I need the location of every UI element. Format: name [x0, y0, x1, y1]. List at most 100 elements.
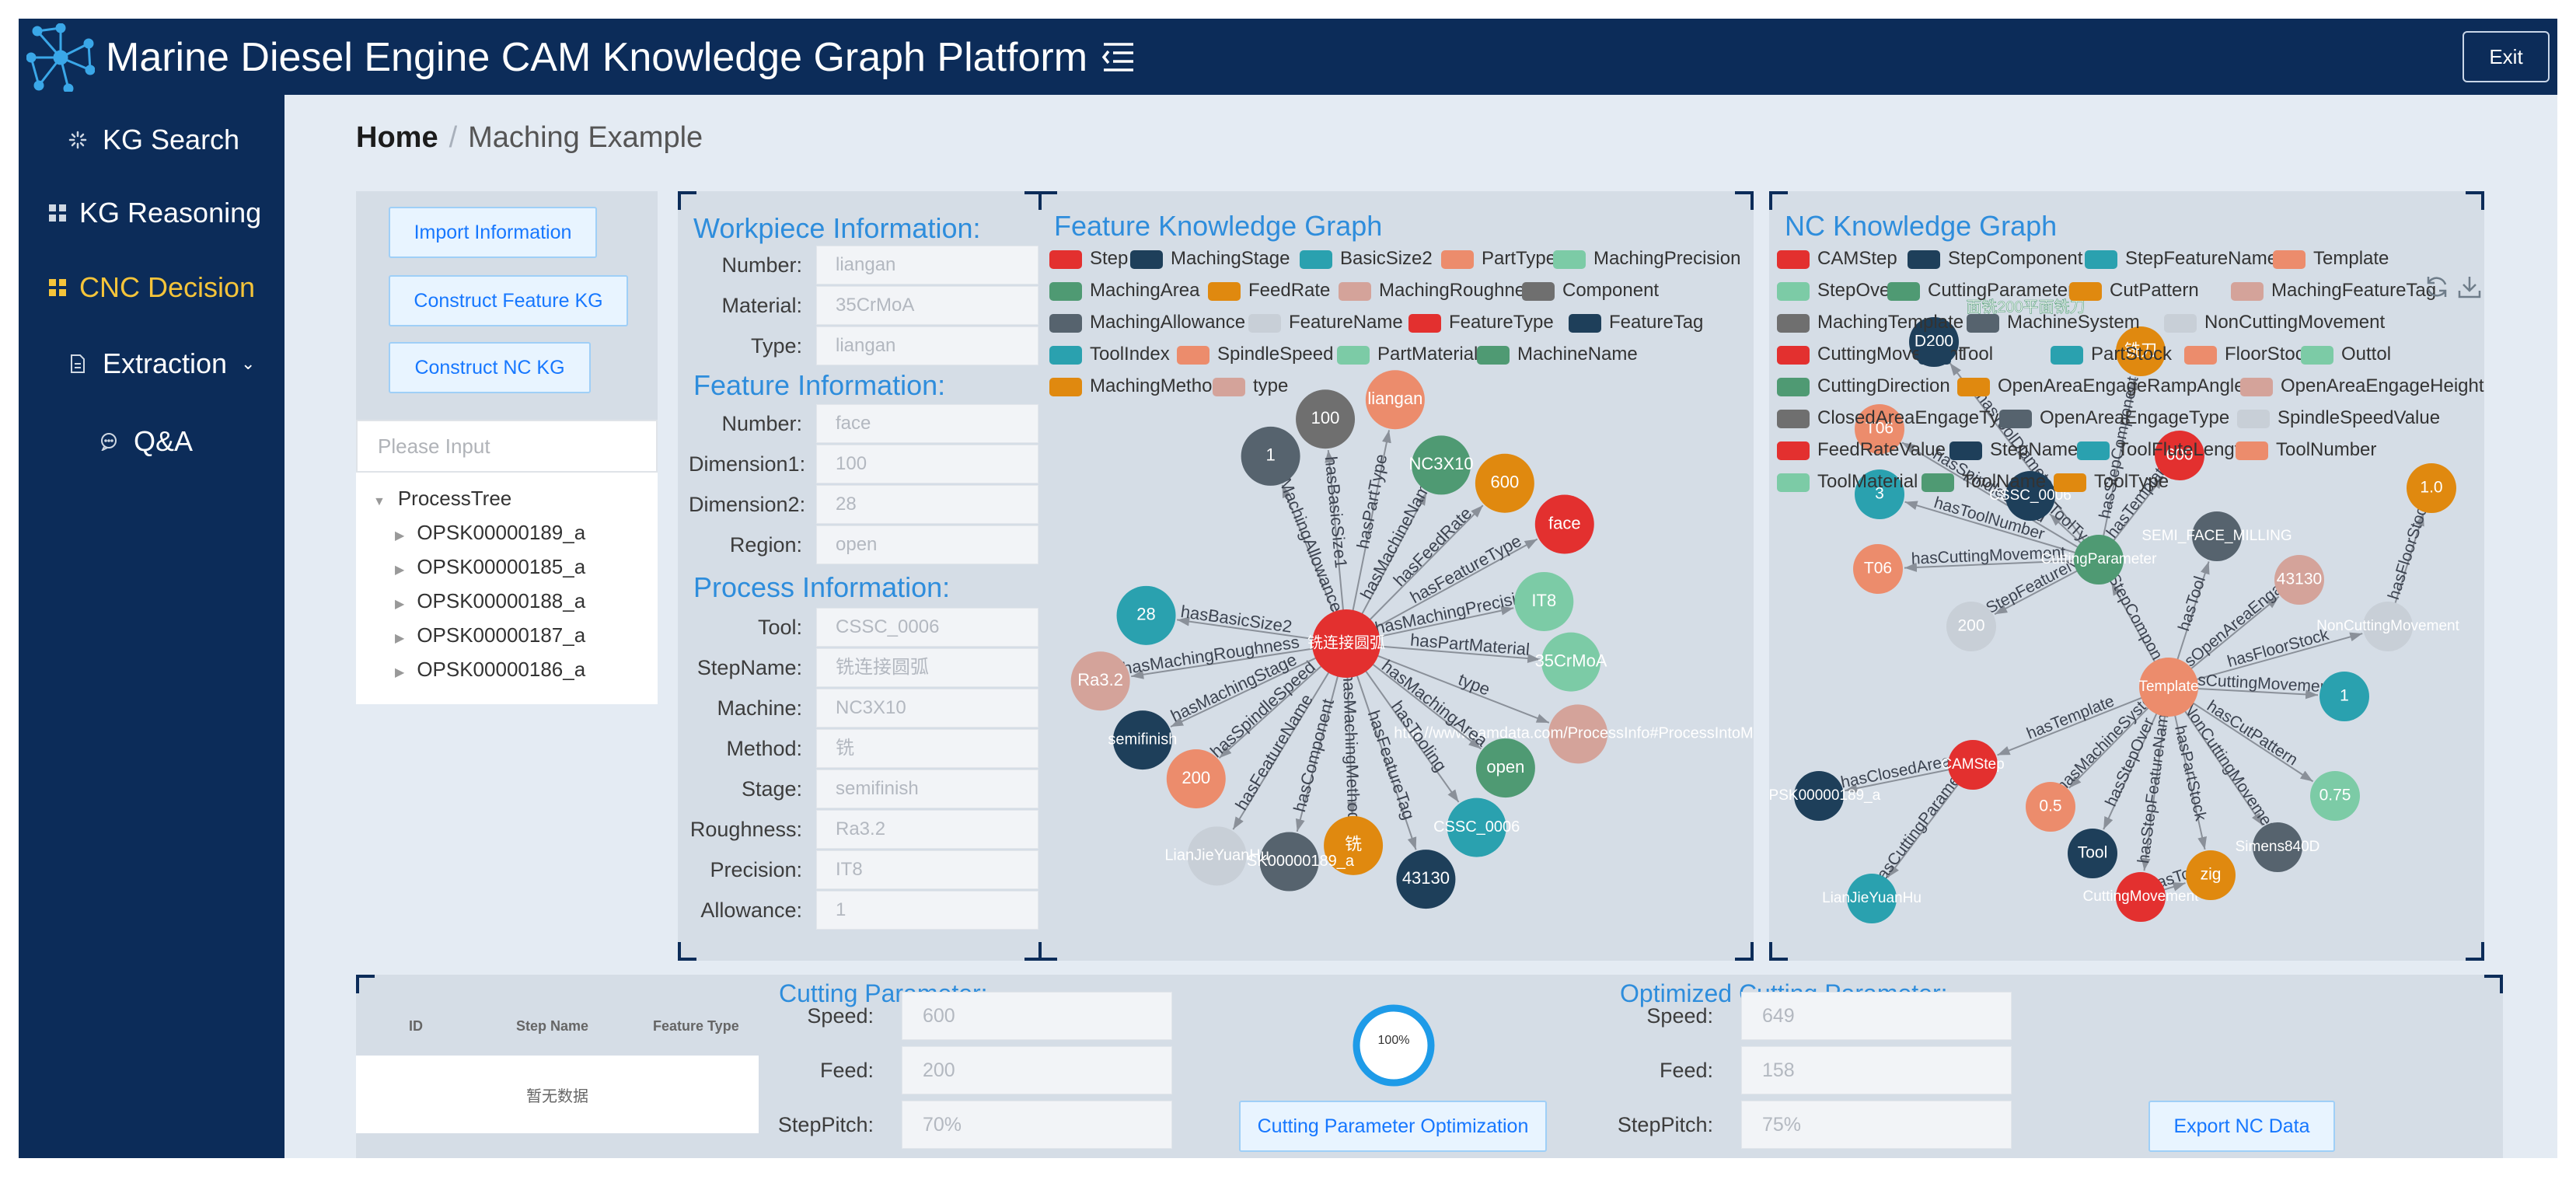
graph-node[interactable]: [1241, 426, 1300, 486]
speed-field[interactable]: 600: [902, 992, 1172, 1040]
legend-item[interactable]: StepName: [1949, 440, 2078, 460]
legend-item[interactable]: OpenAreaEngageType: [1999, 408, 2229, 428]
legend-item[interactable]: MachineSystem: [1967, 312, 2140, 333]
graph-node[interactable]: [2116, 326, 2166, 376]
legend-item[interactable]: ToolMaterial: [1777, 472, 1918, 492]
optimized-steppitch-field[interactable]: 75%: [1741, 1101, 2012, 1149]
process-roughness-field[interactable]: Ra3.2: [816, 810, 1038, 849]
optimized-speed-field[interactable]: 649: [1741, 992, 2012, 1040]
legend-item[interactable]: OpenAreaEngageHeight: [2240, 376, 2484, 396]
legend-item[interactable]: ToolIndex: [1049, 344, 1170, 365]
legend-item[interactable]: BasicSize2: [1300, 249, 1433, 269]
nav-extraction[interactable]: Extraction ⌄: [19, 333, 284, 395]
legend-item[interactable]: MachingTemplate: [1777, 312, 1963, 333]
feature-dimension1-field[interactable]: 100: [816, 445, 1038, 483]
graph-node[interactable]: [1794, 771, 1844, 821]
breadcrumb-home[interactable]: Home: [356, 121, 438, 154]
legend-item[interactable]: MachingMethod: [1049, 376, 1223, 396]
legend-item[interactable]: MachingPrecision: [1553, 249, 1740, 269]
nav-kg-reasoning[interactable]: KG Reasoning: [19, 182, 284, 244]
nav-qa[interactable]: Q&A: [19, 410, 284, 473]
import-information-button[interactable]: Import Information: [389, 207, 597, 258]
graph-node[interactable]: [1475, 453, 1534, 513]
legend-item[interactable]: type: [1213, 376, 1288, 396]
graph-node[interactable]: [2116, 872, 2166, 922]
legend-item[interactable]: PartStock: [2051, 344, 2172, 365]
legend-item[interactable]: FeedRateValue: [1777, 440, 1946, 460]
workpiece-type-field[interactable]: liangan: [816, 326, 1038, 365]
graph-node[interactable]: [1853, 544, 1903, 594]
process-tool-field[interactable]: CSSC_0006: [816, 608, 1038, 647]
legend-item[interactable]: OpenAreaEngageRampAngle: [1957, 376, 2245, 396]
process-machine-field[interactable]: NC3X10: [816, 689, 1038, 728]
cutting-parameter-optimization-button[interactable]: Cutting Parameter Optimization: [1239, 1101, 1547, 1152]
graph-node[interactable]: [1112, 710, 1172, 770]
graph-node[interactable]: [2026, 782, 2075, 832]
legend-item[interactable]: FeatureTag: [1569, 312, 1703, 333]
download-icon[interactable]: [2456, 274, 2483, 300]
legend-item[interactable]: StepFeatureName: [2085, 249, 2278, 269]
legend-item[interactable]: CAMStep: [1777, 249, 1897, 269]
legend-item[interactable]: FeedRate: [1208, 281, 1330, 301]
menu-fold-icon[interactable]: [1101, 40, 1136, 73]
graph-node[interactable]: [1548, 704, 1608, 764]
legend-item[interactable]: MachingFeatureTag: [2231, 281, 2436, 301]
graph-node[interactable]: [2139, 658, 2198, 717]
graph-node[interactable]: [2074, 535, 2124, 585]
graph-node[interactable]: [1514, 571, 1574, 631]
legend-item[interactable]: ClosedAreaEngageType: [1777, 408, 2019, 428]
steppitch-field[interactable]: 70%: [902, 1101, 1172, 1149]
feature-dimension2-field[interactable]: 28: [816, 485, 1038, 524]
legend-item[interactable]: StepOver: [1777, 281, 1896, 301]
graph-node[interactable]: [1412, 435, 1471, 495]
graph-node[interactable]: [2319, 672, 2369, 721]
graph-node[interactable]: [1855, 469, 1904, 519]
process-method-field[interactable]: 铣: [816, 729, 1038, 768]
graph-node[interactable]: [1259, 832, 1319, 892]
feature-kg-canvas[interactable]: hasMachingAllowance1hasBasicSize1100hasP…: [1038, 191, 1754, 961]
refresh-icon[interactable]: [2424, 274, 2450, 300]
legend-item[interactable]: PartMaterial: [1337, 344, 1478, 365]
graph-node[interactable]: [1447, 797, 1506, 857]
legend-item[interactable]: MachineName: [1477, 344, 1638, 365]
workpiece-number-field[interactable]: liangan: [816, 246, 1038, 284]
graph-node[interactable]: [1541, 632, 1601, 692]
feed-field[interactable]: 200: [902, 1046, 1172, 1094]
tree-root[interactable]: ▼ProcessTree: [373, 487, 511, 511]
legend-item[interactable]: MachingRoughness: [1339, 281, 1544, 301]
optimized-feed-field[interactable]: 158: [1741, 1046, 2012, 1094]
graph-node[interactable]: [1187, 826, 1247, 886]
feature-region-field[interactable]: open: [816, 525, 1038, 564]
graph-node[interactable]: [1396, 850, 1456, 909]
graph-node[interactable]: [1847, 874, 1897, 923]
nc-kg-canvas[interactable]: hasTemplatehasStepComponenthasStepFeatur…: [1769, 191, 2484, 961]
graph-node[interactable]: [2155, 431, 2204, 480]
legend-item[interactable]: ToolNumber: [2236, 440, 2376, 460]
graph-node[interactable]: [1534, 494, 1594, 554]
construct-nc-kg-button[interactable]: Construct NC KG: [389, 342, 591, 393]
legend-item[interactable]: PartType: [1441, 249, 1556, 269]
tree-item[interactable]: ▶OPSK00000187_a: [395, 623, 585, 647]
graph-node[interactable]: [2192, 511, 2242, 561]
tree-item[interactable]: ▶OPSK00000188_a: [395, 589, 585, 613]
legend-item[interactable]: StepComponent: [1908, 249, 2082, 269]
workpiece-material-field[interactable]: 35CrMoA: [816, 286, 1038, 325]
nav-kg-search[interactable]: KG Search: [19, 109, 284, 171]
graph-node[interactable]: [1855, 404, 1904, 454]
legend-item[interactable]: CuttingDirection: [1777, 376, 1950, 396]
legend-item[interactable]: Component: [1522, 281, 1659, 301]
tree-item[interactable]: ▶OPSK00000185_a: [395, 555, 585, 579]
process-allowance-field[interactable]: 1: [816, 891, 1038, 930]
legend-item[interactable]: FeatureName: [1248, 312, 1403, 333]
export-nc-data-button[interactable]: Export NC Data: [2148, 1101, 2335, 1152]
graph-node[interactable]: [1475, 738, 1535, 798]
tree-item[interactable]: ▶OPSK00000186_a: [395, 658, 585, 682]
graph-node[interactable]: [1324, 815, 1384, 875]
legend-item[interactable]: MachingArea: [1049, 281, 1199, 301]
tree-search-input[interactable]: [356, 420, 658, 473]
construct-feature-kg-button[interactable]: Construct Feature KG: [389, 275, 628, 326]
graph-node[interactable]: [1948, 740, 1998, 790]
graph-node[interactable]: [1946, 602, 1996, 651]
legend-item[interactable]: SpindleSpeed: [1177, 344, 1333, 365]
legend-item[interactable]: ToolFluteLength: [2077, 440, 2250, 460]
